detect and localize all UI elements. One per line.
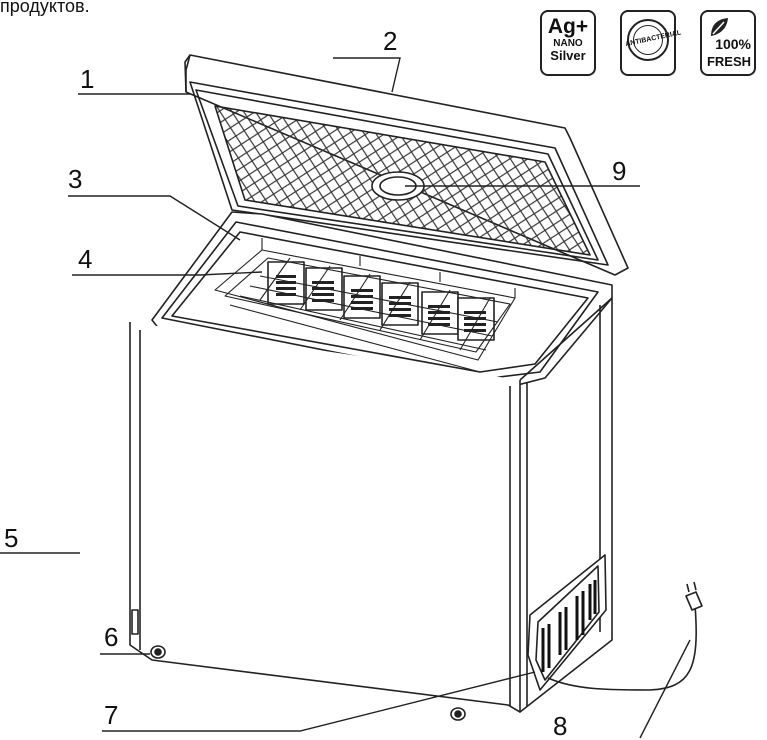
ag-badge-title: Ag+: [547, 15, 589, 38]
caption-text: продуктов.: [0, 0, 90, 16]
leaf-icon: [711, 18, 728, 36]
callout-4: 4: [78, 244, 92, 274]
callout-8: 8: [553, 711, 567, 740]
ag-badge-line1: NANO: [553, 38, 583, 49]
thermostat-knob: [131, 609, 139, 635]
callout-6: 6: [104, 622, 118, 652]
antibacterial-badge: ANTIBACTERIAL: [620, 10, 682, 76]
ag-badge-line2: Silver: [550, 48, 586, 63]
callout-2: 2: [383, 26, 397, 56]
fresh-percent: 100%: [715, 36, 751, 52]
fresh-label: FRESH: [706, 54, 751, 69]
callout-3: 3: [68, 164, 82, 194]
power-cord: [547, 581, 703, 691]
antibacterial-seal-icon: ANTIBACTERIAL: [625, 19, 682, 61]
fresh-badge: 100% FRESH: [700, 10, 756, 76]
vent-slots: [541, 580, 597, 672]
callout-1: 1: [80, 64, 94, 94]
callout-5: 5: [4, 523, 18, 553]
feet: [150, 645, 466, 721]
wire-basket: [214, 238, 516, 373]
ag-nano-silver-badge: Ag+ NANO Silver: [540, 10, 596, 76]
callout-9: 9: [612, 156, 626, 186]
cabinet-body: [129, 297, 613, 713]
callout-leaders: [0, 57, 691, 739]
callout-7: 7: [104, 700, 118, 730]
